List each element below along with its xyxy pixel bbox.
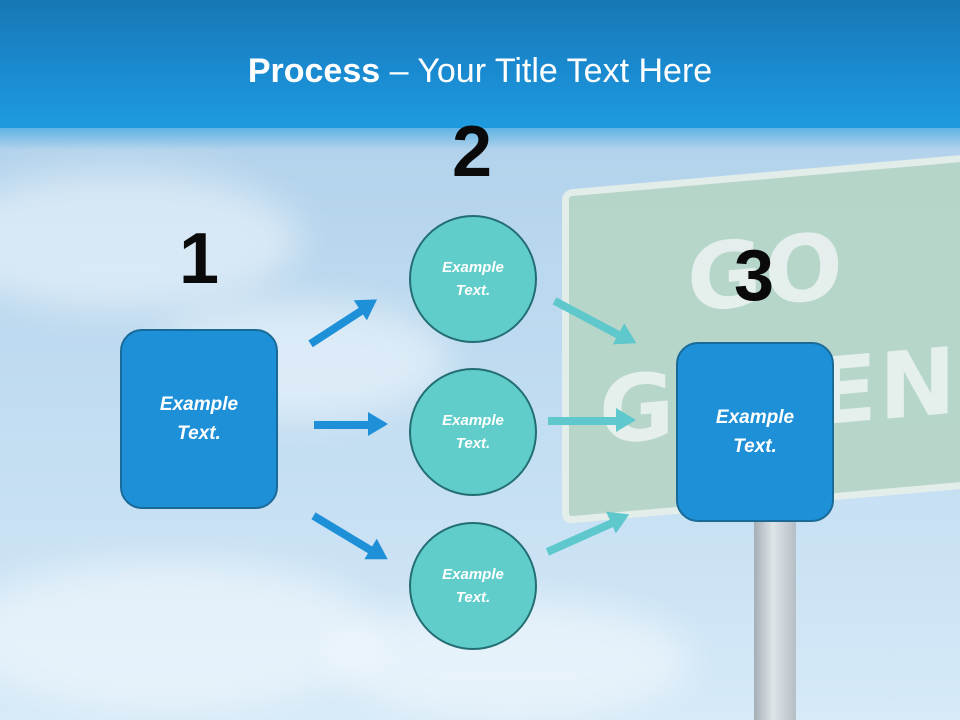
step-1-label: Example Text.: [159, 394, 239, 444]
step-2-circle-top[interactable]: Example Text.: [409, 215, 537, 343]
step-1-number: 1: [178, 219, 220, 299]
step-2-label-bottom: Example Text.: [442, 566, 504, 606]
title-bold: Process: [247, 52, 381, 90]
step-2-label-middle: Example Text.: [442, 412, 504, 452]
step-3-box[interactable]: Example Text.: [676, 342, 834, 522]
step-3-number: 3: [733, 236, 775, 316]
arrow-2-to-3-middle: [548, 408, 636, 432]
arrow-1-to-2-bottom: [311, 510, 394, 570]
step-2-circle-middle[interactable]: Example Text.: [409, 368, 537, 496]
title-rest: – Your Title Text Here: [380, 52, 713, 90]
step-2-number: 2: [451, 112, 493, 192]
step-1-box[interactable]: Example Text.: [120, 329, 278, 509]
title-band: [0, 0, 960, 150]
arrow-1-to-2-middle: [314, 412, 388, 436]
sign-pole: [754, 515, 796, 720]
step-2-label-top: Example Text.: [442, 259, 504, 299]
step-3-label: Example Text.: [715, 407, 795, 457]
slide-title[interactable]: Process – Your Title Text Here: [0, 52, 960, 91]
step-2-circle-bottom[interactable]: Example Text.: [409, 522, 537, 650]
